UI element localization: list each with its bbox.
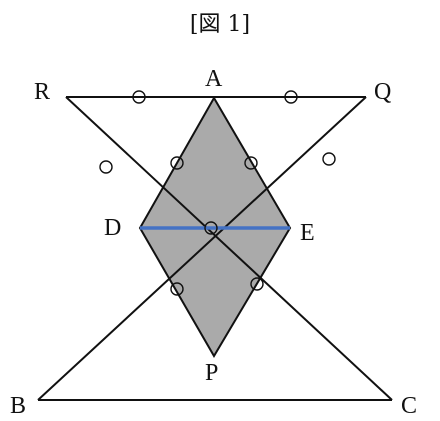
mark-RD [99,160,113,174]
label-B: B [10,393,26,419]
label-Q: Q [374,79,391,105]
label-E: E [300,220,315,246]
equal-length-marks [99,90,336,296]
mark-QE [322,152,336,166]
mark-DP [170,282,184,296]
label-C: C [401,393,417,419]
label-D: D [104,215,121,241]
segment-QB [37,96,367,401]
figure-title: [図 1] [189,12,251,37]
label-R: R [34,79,50,105]
mark-AD [170,156,184,170]
segment-RC [65,96,393,401]
label-A: A [205,66,223,92]
mark-RA [132,90,146,104]
mark-EP [250,277,264,291]
mark-DE [204,221,218,235]
mark-AQ [284,90,298,104]
label-P: P [205,360,218,386]
mark-AE [244,156,258,170]
